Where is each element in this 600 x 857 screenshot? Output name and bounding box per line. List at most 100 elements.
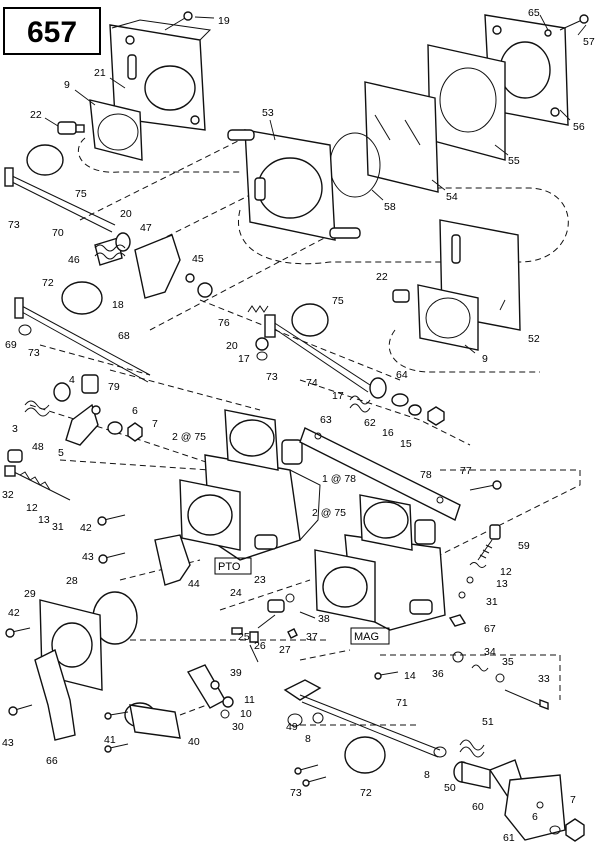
callout-54: 54	[446, 191, 458, 203]
callout-11: 11	[244, 694, 255, 706]
callout-59: 59	[518, 540, 530, 552]
callout-8b: 8	[424, 769, 430, 781]
callout-31b: 31	[486, 596, 498, 608]
callout-6: 6	[132, 405, 138, 417]
mag-tag: MAG	[354, 631, 379, 643]
callout-79: 79	[108, 381, 120, 393]
linkage-bar-78	[299, 427, 461, 521]
callout-67: 67	[484, 623, 496, 635]
bracket-61	[504, 774, 566, 841]
callout-56: 56	[573, 121, 585, 133]
callout-77: 77	[460, 465, 472, 477]
callout-20: 20	[120, 208, 132, 220]
screws-left-42-43	[97, 514, 126, 564]
callout-23: 23	[254, 574, 266, 586]
carburetor-pto	[179, 409, 321, 561]
callout-62: 62	[364, 417, 376, 429]
needle-33	[504, 689, 549, 711]
callout-71: 71	[396, 697, 408, 709]
callout-48: 48	[32, 441, 44, 453]
callout-53: 53	[262, 107, 274, 119]
callout-52: 52	[528, 333, 540, 345]
small-parts-20-17	[255, 337, 269, 361]
spring-12-13-31	[458, 562, 487, 599]
callout-35: 35	[502, 656, 514, 668]
callout-75: 75	[75, 188, 87, 200]
callout-9: 9	[64, 79, 70, 91]
lever-5	[65, 403, 101, 446]
callout-43b: 43	[2, 737, 14, 749]
washer-6-nut-7	[107, 421, 143, 442]
bracket-66	[34, 649, 76, 741]
callout-10: 10	[240, 708, 252, 720]
callout-26: 26	[254, 640, 266, 652]
lever-39	[186, 664, 226, 709]
callout-78: 78	[420, 469, 432, 481]
block-67	[448, 614, 467, 627]
callout-12b: 12	[500, 566, 512, 578]
callout-57: 57	[583, 36, 595, 48]
spring-51	[459, 739, 485, 758]
callout-18: 18	[112, 299, 124, 311]
callout-25: 25	[238, 631, 250, 643]
callout-29: 29	[24, 588, 36, 600]
callout-65: 65	[528, 7, 540, 19]
callout-8: 8	[305, 733, 311, 745]
throttle-lever-71	[283, 679, 441, 758]
callout-64: 64	[396, 369, 408, 381]
leader-lines	[44, 14, 587, 354]
callout-2-at-75: 2 @ 75	[172, 431, 206, 443]
pto-tag: PTO	[218, 561, 241, 573]
bracket-44	[154, 534, 191, 586]
callout-19: 19	[218, 15, 230, 27]
spring-63-bushing-64	[349, 377, 445, 426]
throttle-plate-75b	[291, 303, 329, 337]
callout-73: 73	[8, 219, 20, 231]
small-parts-11-10	[220, 696, 234, 719]
throttle-plate-72	[61, 281, 103, 315]
callout-75b: 75	[332, 295, 344, 307]
callout-39: 39	[230, 667, 242, 679]
small-parts-23-24-38	[267, 593, 316, 619]
cap-48	[7, 449, 23, 463]
callout-41: 41	[104, 734, 116, 746]
callout-2-at-75b: 2 @ 75	[312, 507, 346, 519]
callout-72: 72	[42, 277, 54, 289]
callout-31: 31	[52, 521, 64, 533]
washer-6b	[549, 825, 561, 835]
callout-60: 60	[472, 801, 484, 813]
callout-32: 32	[2, 489, 14, 501]
pto-tag-box	[214, 557, 252, 575]
callout-33: 33	[538, 673, 550, 685]
throttle-shaft-74	[264, 314, 371, 393]
callout-12: 12	[26, 502, 38, 514]
callout-3: 3	[12, 423, 18, 435]
gasket-9	[89, 99, 143, 161]
gasket-55	[427, 44, 506, 161]
callout-42b: 42	[8, 607, 20, 619]
callout-47: 47	[140, 222, 152, 234]
plate-54	[364, 81, 439, 193]
callout-24: 24	[230, 587, 242, 599]
fitting-22	[57, 121, 85, 135]
callout-7: 7	[152, 418, 158, 430]
screw-43b	[8, 704, 33, 716]
screw-19	[164, 11, 193, 31]
callout-72b: 72	[360, 787, 372, 799]
callout-22: 22	[30, 109, 42, 121]
callout-42: 42	[80, 522, 92, 534]
callout-20b: 20	[226, 340, 238, 352]
callout-46: 46	[68, 254, 80, 266]
washer-69	[18, 324, 32, 336]
screw-57	[544, 14, 589, 37]
spring-76	[247, 305, 269, 313]
mag-tag-box	[350, 627, 390, 645]
spring-3	[24, 400, 50, 417]
nut-7b	[565, 818, 585, 842]
callout-44: 44	[188, 578, 200, 590]
washers-49-8	[287, 712, 324, 727]
callout-13: 13	[38, 514, 50, 526]
callout-40: 40	[188, 736, 200, 748]
bushing-47-spring-46	[94, 232, 131, 266]
